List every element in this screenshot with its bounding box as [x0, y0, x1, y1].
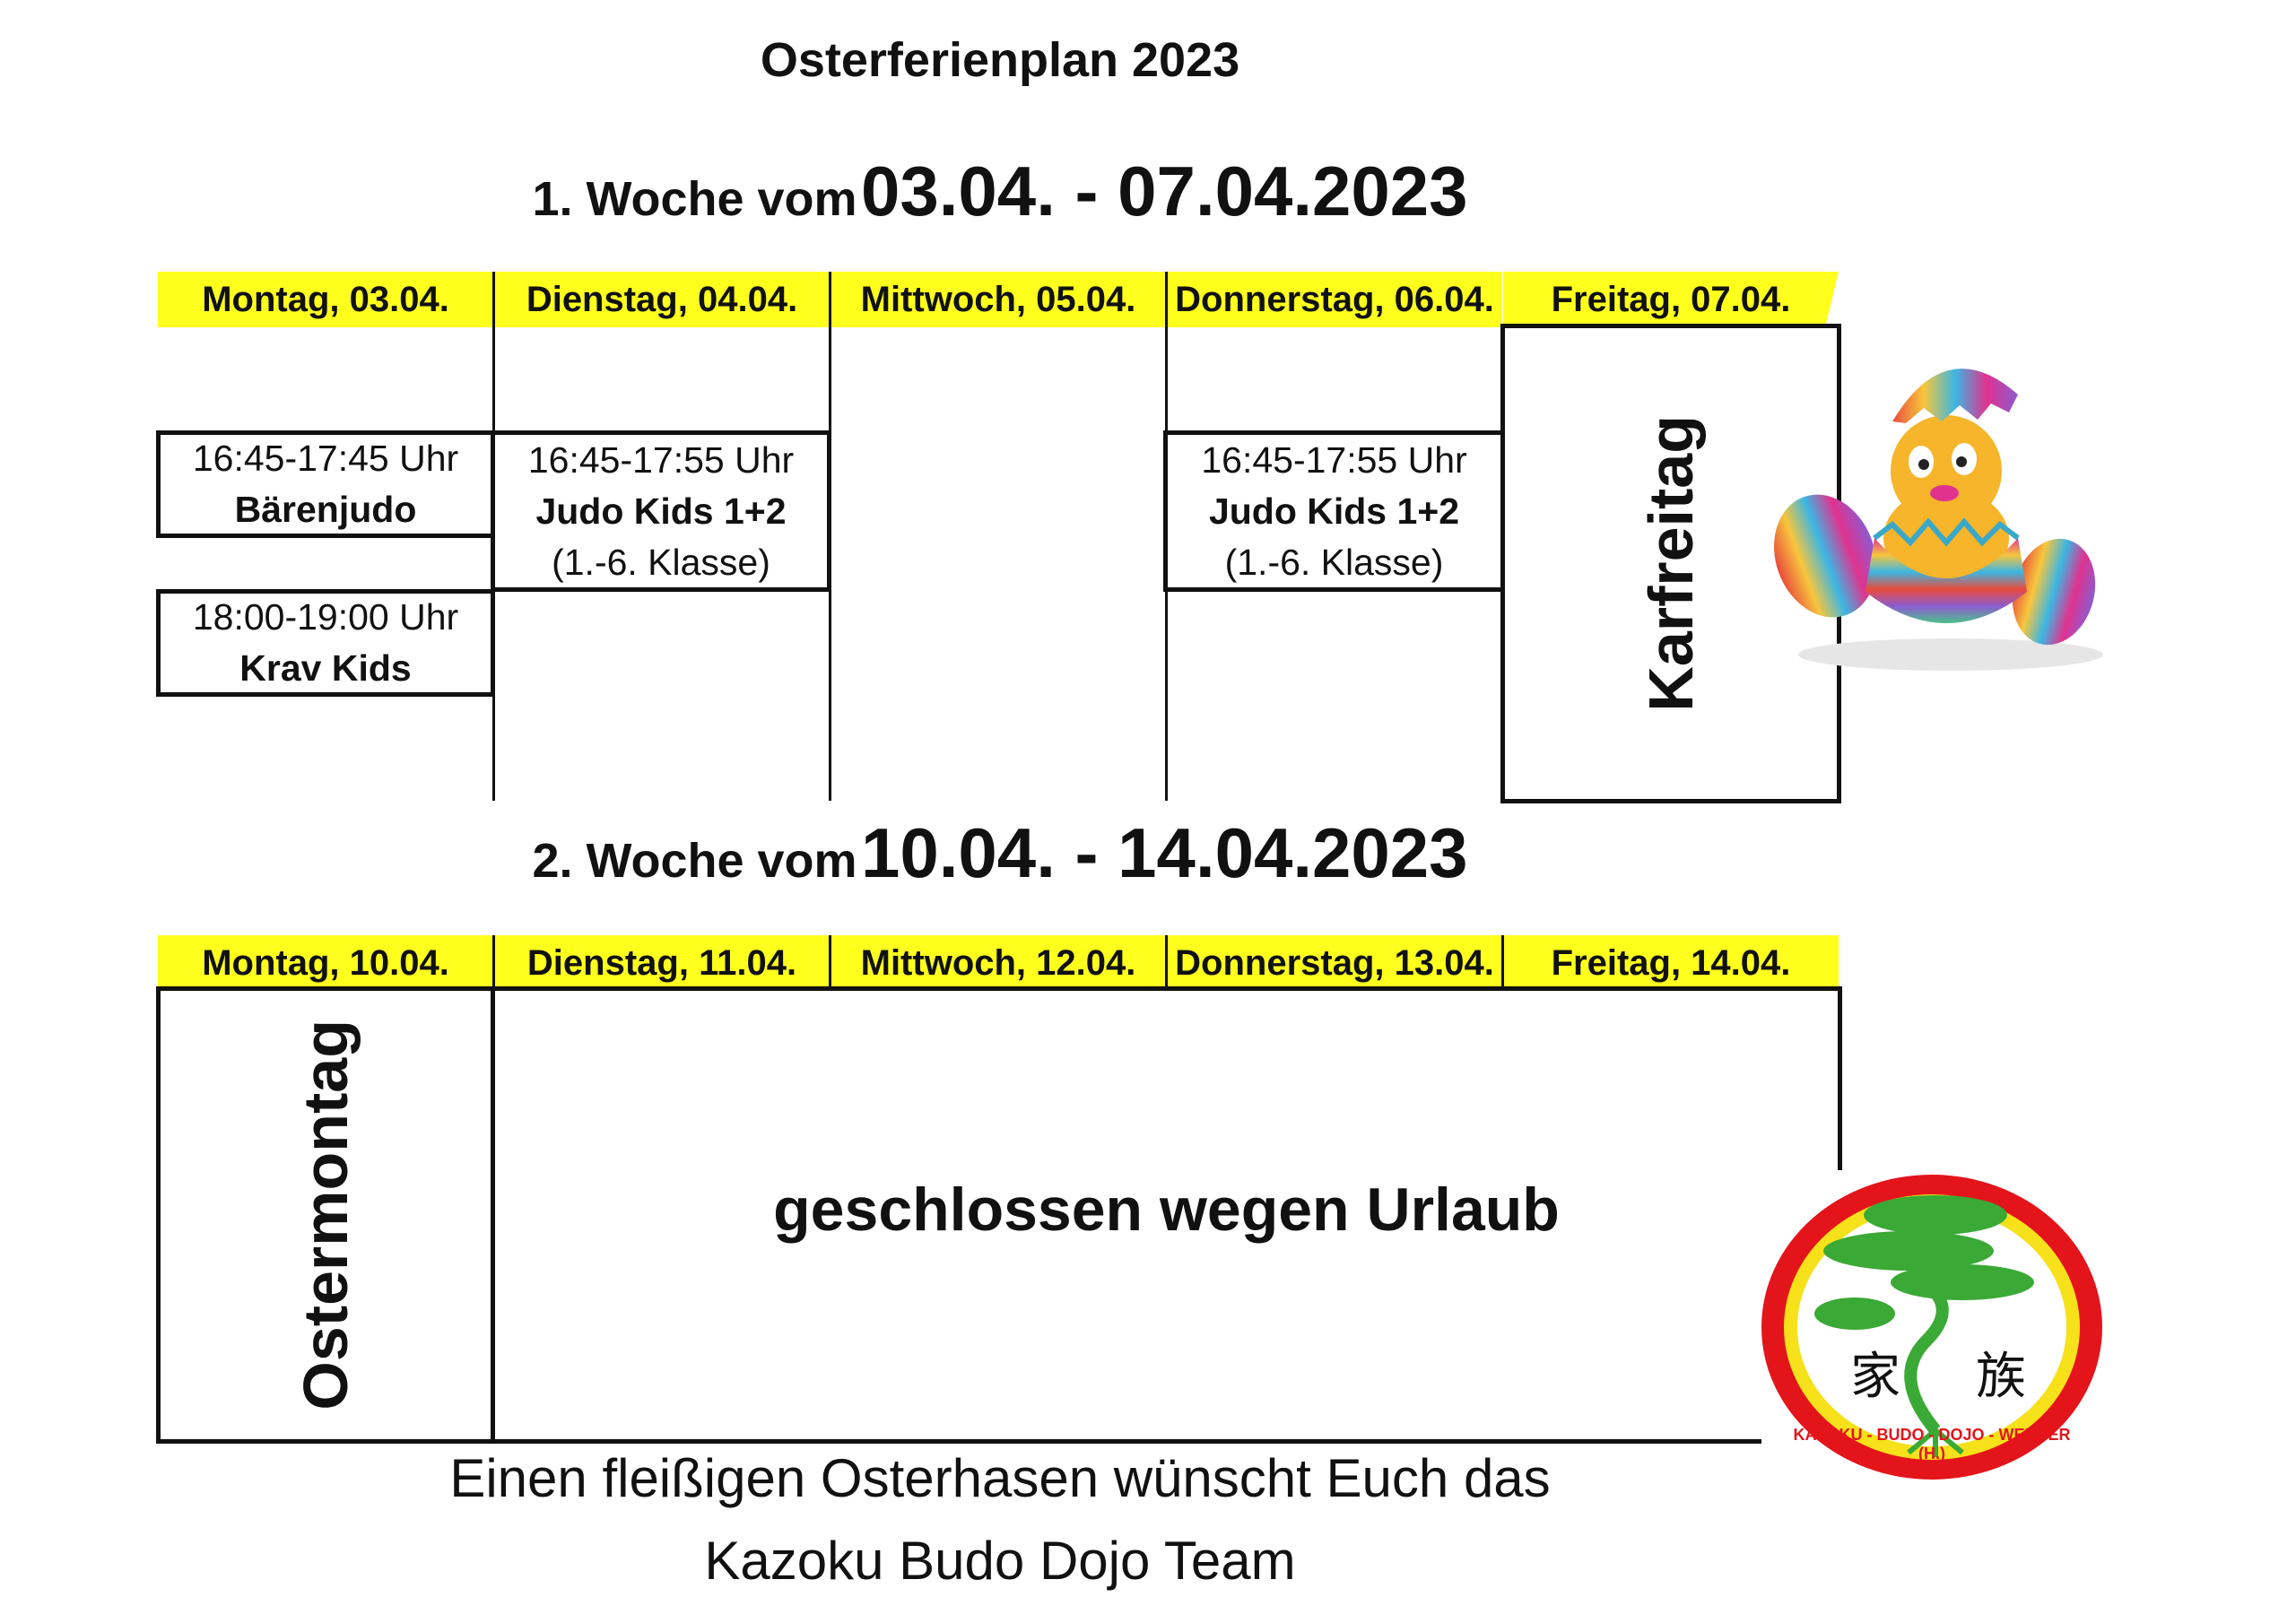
- week2-left-border: [156, 986, 161, 1444]
- session-krav-kids: 18:00-19:00 Uhr Krav Kids: [156, 589, 495, 697]
- holiday-karfreitag: Karfreitag: [1635, 415, 1706, 712]
- week2-header-divider: [829, 935, 831, 991]
- week1-day-friday: Freitag, 07.04.: [1503, 272, 1839, 327]
- logo-ring-text: KAZOKU - BUDO - DOJO - WERDER (H.): [1793, 1426, 2071, 1462]
- week2-right-border: [1838, 986, 1842, 1170]
- closed-notice: geschlossen wegen Urlaub: [773, 1176, 1560, 1244]
- session-time: 18:00-19:00 Uhr: [192, 596, 459, 638]
- week1-range: 03.04. - 07.04.2023: [861, 152, 1468, 230]
- dojo-logo: 家 族 KAZOKU - BUDO - DOJO - WERDER (H.): [1756, 1170, 2108, 1484]
- week2-heading: 2. Woche vom 10.04. - 14.04.2023: [0, 812, 2000, 894]
- easter-chick-in-egg-illustration: [1774, 369, 2103, 671]
- week2-header-divider: [1165, 935, 1168, 991]
- footer-line-2: Kazoku Budo Dojo Team: [704, 1531, 1296, 1591]
- session-name: Judo Kids 1+2: [535, 490, 787, 532]
- week1-day-thursday: Donnerstag, 06.04.: [1167, 272, 1502, 327]
- page-title: Osterferienplan 2023: [760, 33, 1240, 87]
- session-note: (1.-6. Klasse): [552, 541, 770, 583]
- week2-day-tuesday: Dienstag, 11.04.: [494, 935, 830, 991]
- session-name: Krav Kids: [239, 647, 412, 689]
- session-note: (1.-6. Klasse): [1224, 541, 1444, 583]
- logo-kanji-family: 家: [1850, 1348, 1900, 1406]
- session-time: 16:45-17:55 Uhr: [1201, 438, 1467, 481]
- week2-monday-divider: [491, 986, 495, 1444]
- week1-day-monday: Montag, 03.04.: [158, 272, 493, 327]
- dojo-logo-emblem: [1761, 1175, 2102, 1480]
- week1-heading: 1. Woche vom 03.04. - 07.04.2023: [0, 151, 2000, 232]
- week2-day-thursday: Donnerstag, 13.04.: [1167, 935, 1502, 991]
- session-time: 16:45-17:45 Uhr: [192, 438, 459, 479]
- logo-kanji-clan: 族: [1976, 1348, 2026, 1406]
- session-baerenjudo: 16:45-17:45 Uhr Bärenjudo: [156, 430, 495, 538]
- session-name: Judo Kids 1+2: [1208, 490, 1460, 532]
- session-name: Bärenjudo: [234, 489, 417, 530]
- session-time: 16:45-17:55 Uhr: [527, 438, 795, 481]
- session-judo-kids-thursday: 16:45-17:55 Uhr Judo Kids 1+2 (1.-6. Kla…: [1163, 430, 1505, 592]
- week2-range: 10.04. - 14.04.2023: [861, 813, 1468, 892]
- week2-bottom-border: [156, 1439, 1761, 1444]
- week2-header-divider: [1501, 935, 1504, 991]
- footer-line-1: Einen fleißigen Osterhasen wünscht Euch …: [449, 1448, 1551, 1508]
- week2-top-border: [156, 986, 1842, 991]
- holiday-ostermontag-cell: Ostermontag: [161, 991, 491, 1439]
- week1-day-tuesday: Dienstag, 04.04.: [494, 272, 830, 327]
- holiday-ostermontag: Ostermontag: [291, 1020, 361, 1410]
- week2-day-wednesday: Mittwoch, 12.04.: [831, 935, 1166, 991]
- week2-day-monday: Montag, 10.04.: [158, 935, 493, 991]
- session-judo-kids-tuesday: 16:45-17:55 Uhr Judo Kids 1+2 (1.-6. Kla…: [491, 430, 831, 592]
- week2-day-friday: Freitag, 14.04.: [1503, 935, 1839, 991]
- week1-prefix: 1. Woche vom: [532, 172, 857, 226]
- week2-prefix: 2. Woche vom: [532, 834, 857, 888]
- week2-header-divider: [492, 935, 495, 991]
- week1-day-wednesday: Mittwoch, 05.04.: [831, 272, 1166, 327]
